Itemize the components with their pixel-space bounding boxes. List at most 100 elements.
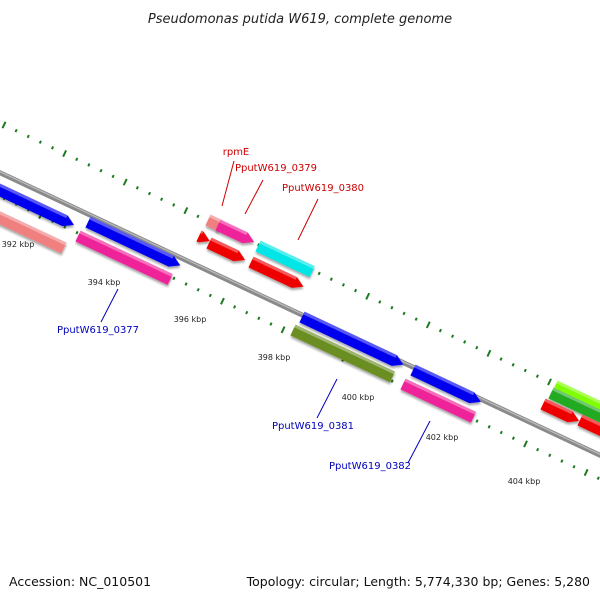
- leader-rpme: [221, 160, 235, 207]
- gene-red-2[interactable]: [206, 237, 247, 266]
- inner-tick-major: [220, 297, 225, 305]
- outer-tick-minor: [172, 203, 176, 207]
- inner-tick-minor: [487, 425, 491, 429]
- gene-cyan-1[interactable]: [255, 240, 315, 277]
- gene-red-3-sheen: [252, 256, 297, 280]
- gene-red-5-body: [577, 414, 600, 439]
- inner-tick-minor: [196, 287, 200, 292]
- inner-tick-minor: [208, 293, 212, 298]
- map-title: Pseudomonas putida W619, complete genome: [148, 12, 452, 27]
- tick-label: 398 kbp: [258, 353, 291, 362]
- outer-tick-minor: [378, 300, 382, 304]
- inner-tick-minor: [499, 430, 503, 435]
- gene-blue-4-body: [410, 364, 481, 404]
- outer-tick-minor: [160, 197, 164, 202]
- gene-magenta-3-sheen: [219, 219, 248, 236]
- leader-pputw619-0377: [100, 288, 119, 323]
- gene-red-3[interactable]: [248, 256, 306, 293]
- leader-pputw619-0381: [316, 378, 338, 419]
- outer-tick-major: [486, 349, 492, 357]
- outer-tick-minor: [402, 311, 406, 316]
- tick-label: 404 kbp: [508, 477, 541, 486]
- outer-tick-minor: [463, 340, 467, 344]
- outer-tick-minor: [87, 163, 91, 167]
- gene-cyan-1-sheen: [259, 240, 315, 269]
- gene-label-pputw619-0381[interactable]: PputW619_0381: [272, 421, 354, 432]
- outer-tick-minor: [535, 374, 539, 378]
- gene-label-pputw619-0382[interactable]: PputW619_0382: [329, 461, 411, 472]
- inner-tick-minor: [233, 305, 237, 309]
- gene-green-1-body: [548, 387, 600, 424]
- genome-backbone: [0, 169, 600, 459]
- gene-red-5[interactable]: [577, 414, 600, 443]
- gene-blue-3[interactable]: [299, 311, 405, 371]
- inner-tick-minor: [596, 476, 600, 480]
- outer-tick-minor: [354, 288, 358, 293]
- gene-lime-1[interactable]: [552, 380, 600, 417]
- outer-tick-major: [122, 178, 128, 186]
- gene-blue-2[interactable]: [85, 216, 182, 271]
- gene-label-pputw619-0379[interactable]: PputW619_0379: [235, 163, 317, 174]
- gene-green-1[interactable]: [548, 387, 600, 424]
- inner-tick-major: [280, 326, 286, 334]
- label-leaders: [100, 160, 431, 464]
- gene-blue-1[interactable]: [0, 170, 77, 231]
- gene-salmon-2-sheen: [209, 214, 224, 224]
- gene-olive-1-sheen: [294, 324, 396, 375]
- outer-tick-major: [1, 121, 7, 129]
- outer-tick-major: [425, 321, 431, 329]
- inner-tick-minor: [269, 322, 273, 326]
- gene-red-3-body: [248, 256, 304, 288]
- outer-tick-minor: [99, 168, 103, 173]
- gene-red-5-sheen: [581, 414, 600, 431]
- accession-text: Accession: NC_010501: [9, 574, 152, 589]
- outer-tick-minor: [475, 345, 479, 350]
- inner-tick-minor: [511, 436, 515, 440]
- gene-blue-2-sheen: [89, 216, 174, 259]
- gene-label-pputw619-0377[interactable]: PputW619_0377: [57, 325, 139, 336]
- gene-label-rpme[interactable]: rpmE: [223, 147, 250, 158]
- gene-olive-1[interactable]: [290, 324, 396, 383]
- outer-tick-minor: [196, 214, 200, 219]
- gene-lime-1-body: [552, 380, 600, 417]
- gene-cyan-1-body: [255, 240, 315, 277]
- gene-salmon-1-sheen: [0, 193, 67, 246]
- inner-tick-minor: [75, 230, 79, 235]
- gene-features: [0, 170, 600, 443]
- gene-red-4-sheen: [544, 398, 573, 415]
- gene-magenta-3[interactable]: [215, 219, 256, 248]
- gene-red-2-sheen: [210, 237, 239, 254]
- gene-labels: rpmE PputW619_0379 PputW619_0380 PputW61…: [57, 147, 411, 472]
- gene-magenta-1-body: [75, 230, 173, 285]
- outer-tick-minor: [75, 157, 79, 162]
- gene-salmon-1-body: [0, 193, 67, 254]
- gene-blue-4[interactable]: [410, 364, 483, 408]
- gene-blue-1-body: [0, 170, 75, 227]
- gene-red-1-sheen: [200, 230, 204, 235]
- tick-label: 402 kbp: [426, 433, 459, 442]
- gene-red-4[interactable]: [540, 398, 581, 427]
- gene-magenta-3-body: [215, 219, 255, 244]
- outer-tick-minor: [499, 357, 503, 361]
- gene-salmon-1[interactable]: [0, 193, 67, 254]
- inner-tick-minor: [184, 282, 188, 286]
- gene-magenta-1[interactable]: [75, 230, 173, 285]
- inner-tick-minor: [172, 276, 176, 281]
- gene-olive-1-body: [290, 324, 396, 383]
- tick-label: 400 kbp: [342, 393, 375, 402]
- outer-tick-minor: [147, 191, 152, 196]
- leader-pputw619-0380: [297, 198, 319, 241]
- gene-red-1[interactable]: [196, 230, 212, 247]
- outer-tick-minor: [438, 328, 442, 333]
- inner-tick-minor: [63, 225, 67, 229]
- outer-tick-minor: [450, 334, 455, 339]
- outer-tick-minor: [50, 146, 55, 150]
- gene-blue-1-sheen: [0, 170, 68, 219]
- gene-label-pputw619-0380[interactable]: PputW619_0380: [282, 183, 364, 194]
- outer-tick-minor: [111, 174, 115, 179]
- gene-red-4-body: [540, 398, 580, 423]
- gene-magenta-2[interactable]: [400, 378, 477, 423]
- outer-tick-minor: [317, 271, 321, 276]
